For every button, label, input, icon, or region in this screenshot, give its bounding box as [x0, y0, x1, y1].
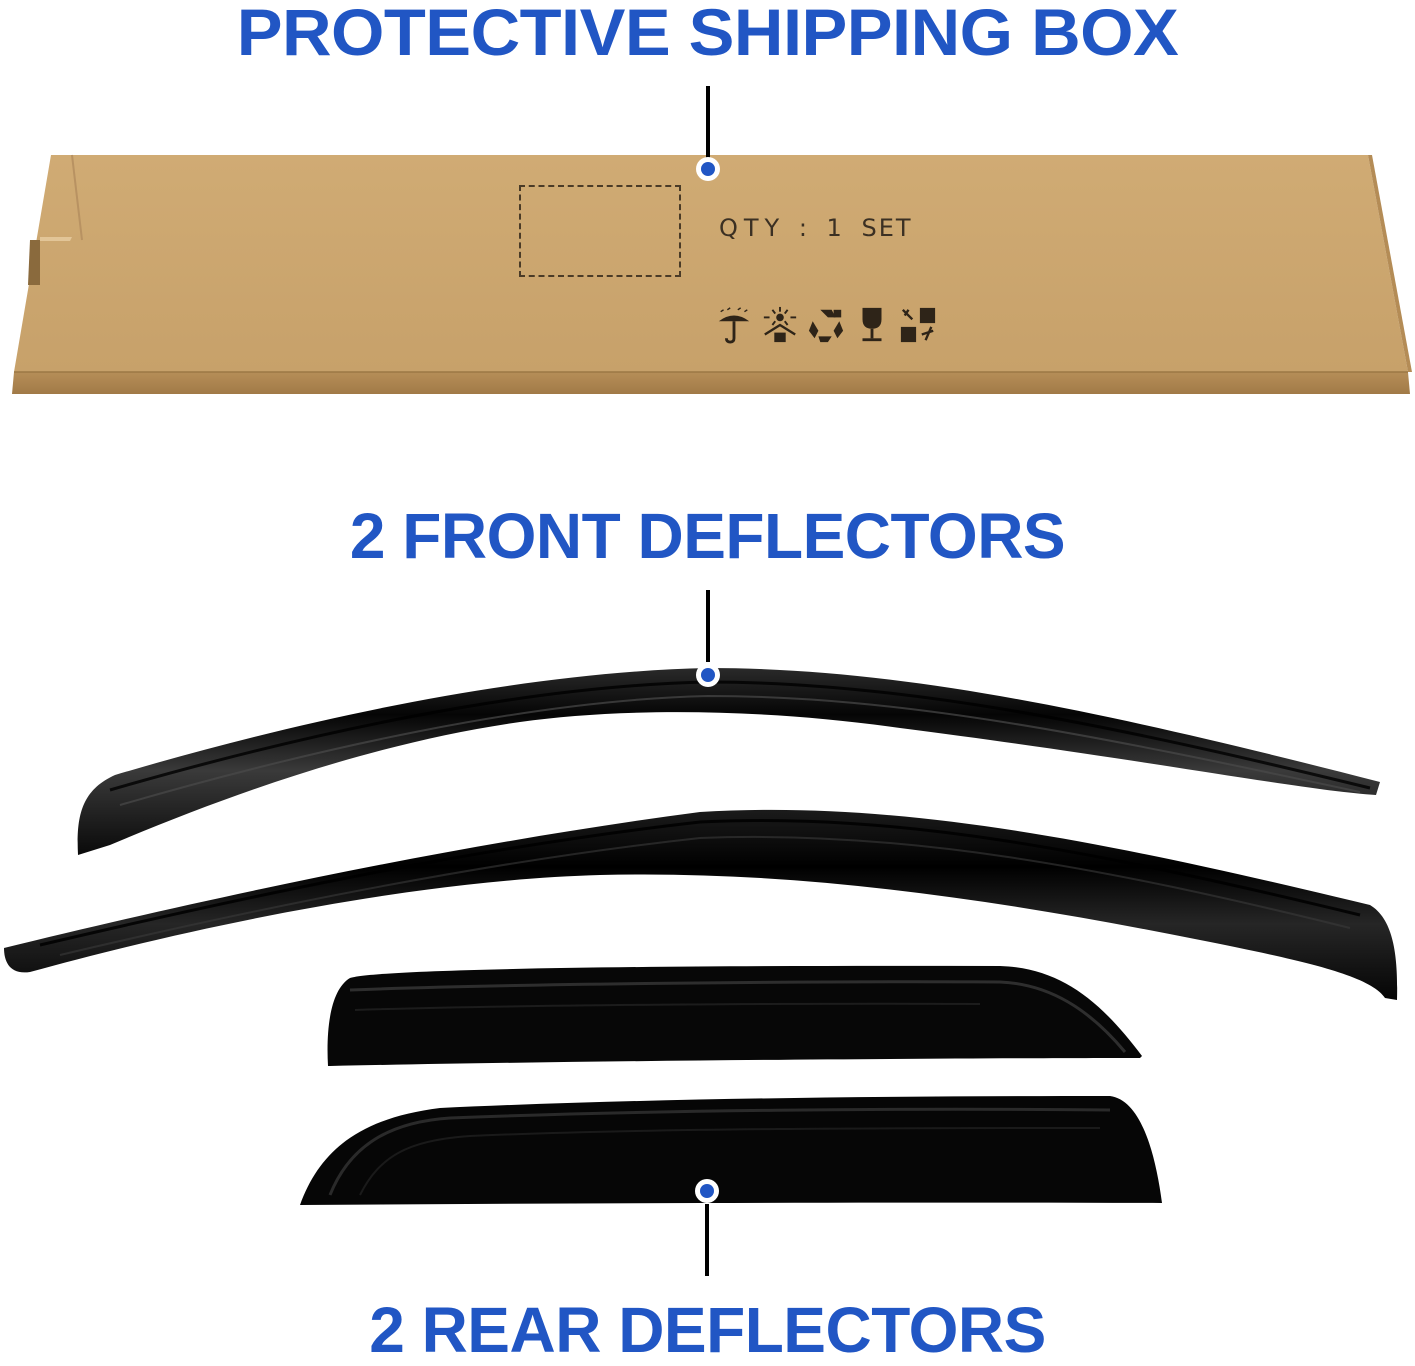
shipping-box-heading: PROTECTIVE SHIPPING BOX: [236, 0, 1179, 69]
label-area-dashed-box: [519, 185, 681, 277]
box-callout-line: [706, 86, 710, 158]
quantity-label: QTY : 1 SET: [719, 214, 913, 242]
shipping-box: [12, 154, 1412, 394]
rear-deflector-1: [327, 965, 1142, 1066]
quantity-value: QTY : 1: [719, 214, 848, 242]
keep-dry-umbrella-icon: [718, 307, 750, 344]
fragile-glass-icon: [862, 307, 882, 342]
do-not-use-hooks-icon: [900, 307, 936, 343]
recyclable-icon: [808, 309, 844, 343]
front-deflector-2: [4, 809, 1398, 1000]
quantity-unit: SET: [861, 214, 913, 242]
front-callout-line: [706, 590, 710, 662]
box-callout-marker: [696, 157, 720, 181]
front-deflectors-heading: 2 FRONT DEFLECTORS: [349, 500, 1066, 572]
rear-deflector-2: [300, 1096, 1162, 1205]
rear-deflectors-heading: 2 REAR DEFLECTORS: [369, 1294, 1046, 1366]
rear-callout-line: [705, 1204, 709, 1276]
rear-callout-marker: [695, 1179, 719, 1203]
handling-symbols: [715, 305, 937, 350]
front-callout-marker: [696, 663, 720, 687]
keep-away-from-sunlight-icon: [763, 306, 797, 343]
